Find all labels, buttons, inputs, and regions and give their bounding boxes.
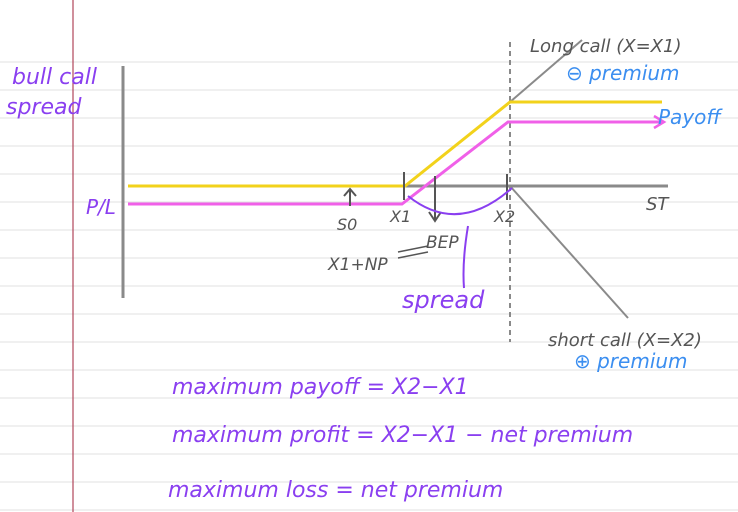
- title-line1: bull call: [12, 65, 97, 90]
- spread-pointer: [462, 225, 469, 289]
- bep-formula: X1+NP: [327, 255, 388, 275]
- spread-brace: [407, 187, 513, 216]
- bep-connector: [397, 245, 429, 259]
- st-label: ST: [646, 194, 670, 215]
- payoff-line: [128, 100, 662, 188]
- spread-label: spread: [402, 286, 485, 314]
- profit-arrow-icon: [653, 114, 667, 130]
- x2-label: X2: [493, 207, 515, 226]
- profit-line: [128, 120, 662, 206]
- x1-label: X1: [389, 207, 411, 226]
- short-call-line: [509, 185, 629, 319]
- s0-label: S0: [337, 215, 357, 234]
- long-call-premium: ⊖ premium: [566, 61, 680, 85]
- long-call-line: [509, 39, 583, 103]
- short-call-label: short call (X=X2): [548, 330, 702, 351]
- pl-label: P/L: [86, 195, 116, 219]
- short-call-premium: ⊕ premium: [574, 349, 688, 373]
- bep-arrow-icon: [428, 176, 442, 223]
- s0-arrow-icon: [343, 187, 357, 206]
- formula-max-payoff: maximum payoff = X2−X1: [172, 375, 469, 400]
- title-line2: spread: [6, 95, 82, 120]
- payoff-label: Payoff: [658, 105, 723, 129]
- formula-max-profit: maximum profit = X2−X1 − net premium: [172, 423, 633, 448]
- long-call-label: Long call (X=X1): [530, 36, 682, 57]
- formula-max-loss: maximum loss = net premium: [168, 478, 503, 503]
- bep-label: BEP: [426, 233, 459, 253]
